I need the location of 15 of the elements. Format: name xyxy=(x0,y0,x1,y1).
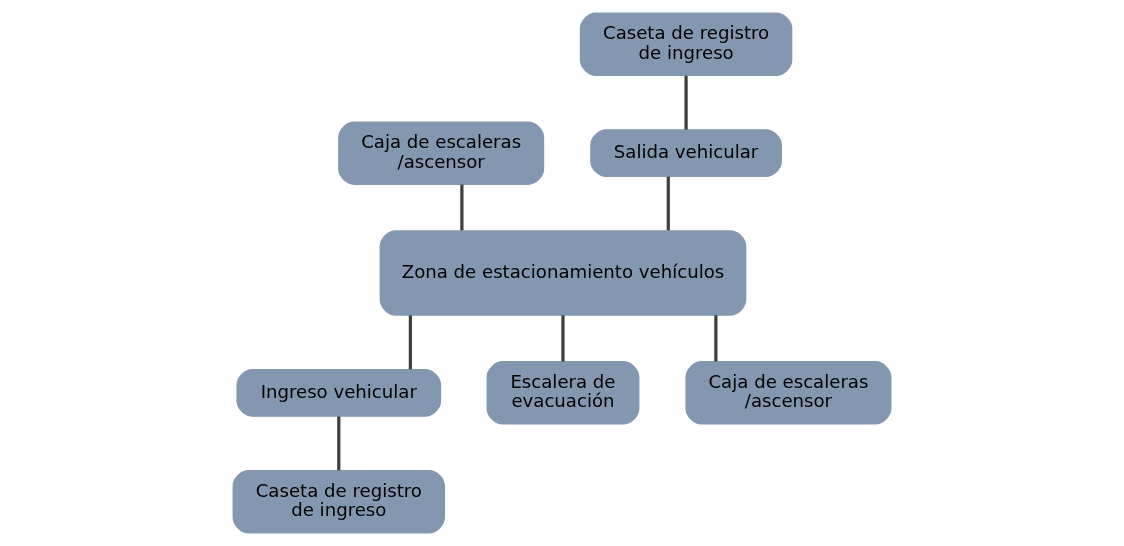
node-box: Escalera de evacuación xyxy=(486,361,640,425)
connector xyxy=(337,416,341,471)
node-box: Caseta de registro de ingreso xyxy=(232,469,446,534)
connector xyxy=(460,184,464,231)
node-box: Zona de estacionamiento vehículos xyxy=(379,230,747,316)
node-box: Caja de escaleras /ascensor xyxy=(338,121,545,185)
connector xyxy=(714,315,718,362)
node-box: Caja de escaleras /ascensor xyxy=(685,361,892,425)
node-box: Caseta de registro de ingreso xyxy=(579,12,793,77)
connector xyxy=(408,315,412,370)
connector xyxy=(684,75,688,130)
node-box: Ingreso vehicular xyxy=(236,368,442,417)
connector xyxy=(561,315,565,362)
node-box: Salida vehicular xyxy=(590,129,782,178)
connector xyxy=(666,176,670,231)
